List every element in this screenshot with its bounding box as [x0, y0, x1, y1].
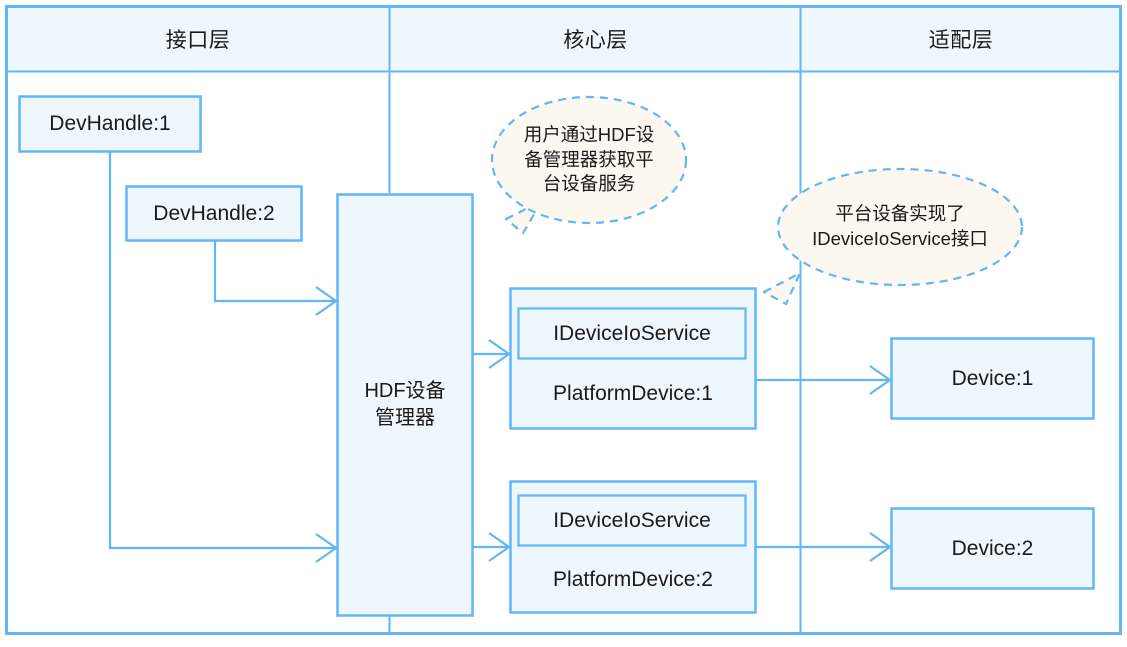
node-device-1[interactable] [890, 337, 1095, 420]
node-ideviceioservice-1[interactable] [517, 307, 747, 360]
frame-border [5, 5, 1122, 635]
connector-devhandle1-to-hdf [108, 151, 337, 550]
node-hdf-manager[interactable] [336, 193, 474, 617]
arrowhead-devhandle2 [315, 286, 338, 316]
arrowhead-platformdevice2 [488, 532, 511, 562]
node-ideviceioservice-2[interactable] [517, 494, 747, 547]
arrowhead-platformdevice1 [488, 339, 511, 369]
nodes [18, 95, 1095, 617]
connectors [108, 151, 892, 563]
arrowhead-device1 [869, 365, 892, 395]
connector-devhandle2-to-hdf [213, 240, 337, 303]
arrowhead-device2 [869, 532, 892, 562]
node-device-2[interactable] [890, 507, 1095, 590]
node-devhandle-2[interactable] [125, 185, 303, 242]
callout-tail-2 [762, 271, 802, 306]
swimlane-frame [5, 5, 1122, 635]
arrowhead-devhandle1 [315, 533, 338, 563]
callout-bubbles [490, 95, 1024, 306]
callout-bubble-1 [490, 95, 688, 225]
lane-header-band [6, 6, 1121, 72]
node-devhandle-1[interactable] [18, 95, 202, 153]
callout-bubble-2 [776, 167, 1024, 287]
